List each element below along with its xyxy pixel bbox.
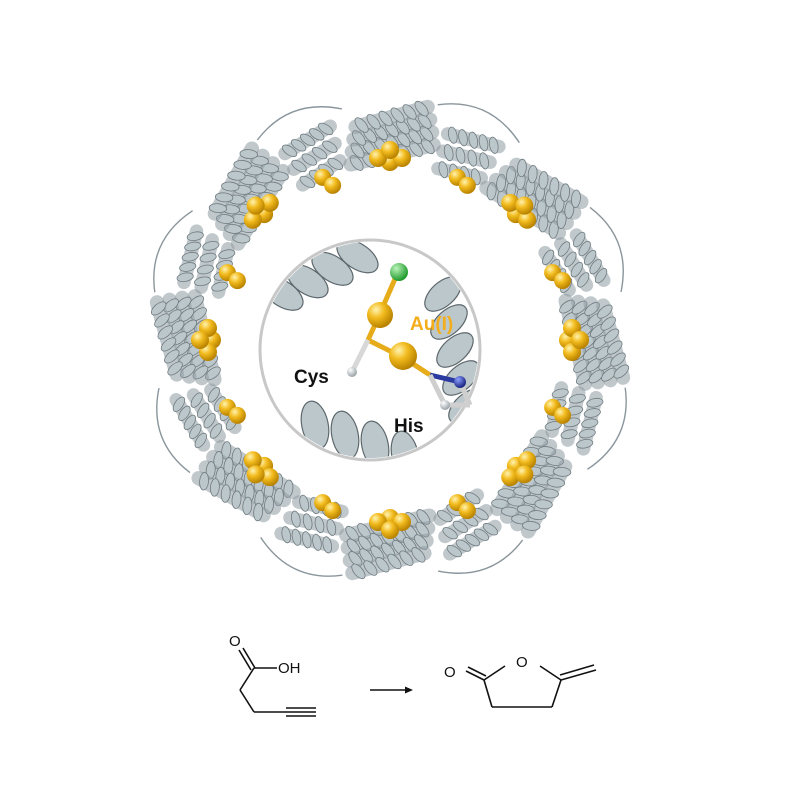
metal-label: Au(I) bbox=[410, 314, 453, 335]
gold-atom bbox=[228, 406, 246, 424]
product-carbonyl-oxygen: O bbox=[444, 664, 456, 681]
gold-atom bbox=[246, 196, 265, 215]
gold-atom-upper bbox=[367, 302, 393, 328]
protein-helix bbox=[554, 237, 594, 292]
protein-helix bbox=[560, 386, 586, 447]
reactant-hydroxyl: OH bbox=[278, 660, 301, 677]
protein-helix bbox=[520, 459, 573, 539]
gold-atom bbox=[515, 196, 534, 215]
protein-helix bbox=[498, 165, 582, 220]
gold-atom bbox=[243, 451, 262, 470]
gold-atom bbox=[518, 451, 537, 470]
gold-atom bbox=[554, 272, 572, 290]
protein-helix bbox=[149, 295, 184, 382]
gold-atom bbox=[518, 210, 537, 229]
reaction-arrow bbox=[370, 686, 413, 694]
protein-helix bbox=[191, 470, 271, 523]
reactant-carbonyl-oxygen: O bbox=[229, 633, 241, 650]
protein-subunit-interface bbox=[431, 126, 506, 186]
gold-atom-lower bbox=[389, 342, 417, 370]
gold-atom bbox=[191, 331, 209, 349]
protein-helix bbox=[176, 224, 204, 290]
product-ring-oxygen: O bbox=[516, 654, 528, 671]
protein-helix bbox=[436, 144, 497, 170]
protein-helix bbox=[186, 388, 226, 443]
protein-cage-ring bbox=[149, 99, 631, 581]
protein-helix bbox=[194, 233, 220, 294]
gold-atom bbox=[554, 406, 572, 424]
protein-helix bbox=[274, 526, 340, 554]
protein-helix bbox=[342, 533, 434, 568]
gold-atom bbox=[458, 502, 476, 520]
gold-atom bbox=[324, 176, 342, 194]
gold-atom bbox=[501, 468, 520, 487]
gold-atom bbox=[243, 210, 262, 229]
protein-helix bbox=[207, 141, 260, 221]
gold-atom bbox=[501, 193, 520, 212]
gold-atom bbox=[228, 272, 246, 290]
gold-atom bbox=[515, 465, 534, 484]
product-methylene-lactone bbox=[465, 664, 597, 708]
gold-atom bbox=[571, 331, 589, 349]
protein-helix bbox=[569, 228, 611, 287]
protein-helix bbox=[348, 99, 435, 134]
his-label: His bbox=[394, 416, 424, 437]
protein-helix bbox=[169, 393, 211, 452]
protein-helix bbox=[440, 126, 506, 154]
gold-atom bbox=[246, 465, 265, 484]
protein-helix bbox=[576, 390, 604, 456]
protein-helix bbox=[583, 296, 618, 388]
active-site-inset: Au(I) Cys His bbox=[258, 238, 482, 462]
protein-helix bbox=[278, 119, 337, 161]
protein-helix bbox=[283, 510, 344, 536]
protein-helix bbox=[509, 157, 589, 210]
nitrogen-atom bbox=[454, 376, 466, 388]
protein-helix bbox=[287, 136, 342, 176]
gold-atom bbox=[381, 141, 399, 159]
inset-helix-bottom bbox=[300, 400, 420, 458]
protein-subunit-interface bbox=[433, 488, 502, 561]
gold-atom bbox=[324, 502, 342, 520]
cys-label: Cys bbox=[294, 367, 329, 388]
gold-atom bbox=[458, 176, 476, 194]
reaction-scheme: O OH O O bbox=[229, 633, 597, 717]
protein-helix bbox=[345, 546, 432, 581]
protein-subunit-interface bbox=[538, 228, 611, 297]
gold-sites bbox=[191, 141, 589, 539]
gold-atom bbox=[260, 468, 279, 487]
reactant-pentynoic-acid bbox=[238, 647, 316, 717]
gold-atom bbox=[260, 193, 279, 212]
carbon-atom bbox=[347, 367, 357, 377]
chloride-atom bbox=[390, 263, 408, 281]
protein-helix bbox=[443, 519, 502, 561]
carbon-atom bbox=[440, 400, 450, 410]
protein-helix bbox=[596, 298, 631, 385]
gold-atom bbox=[381, 521, 399, 539]
